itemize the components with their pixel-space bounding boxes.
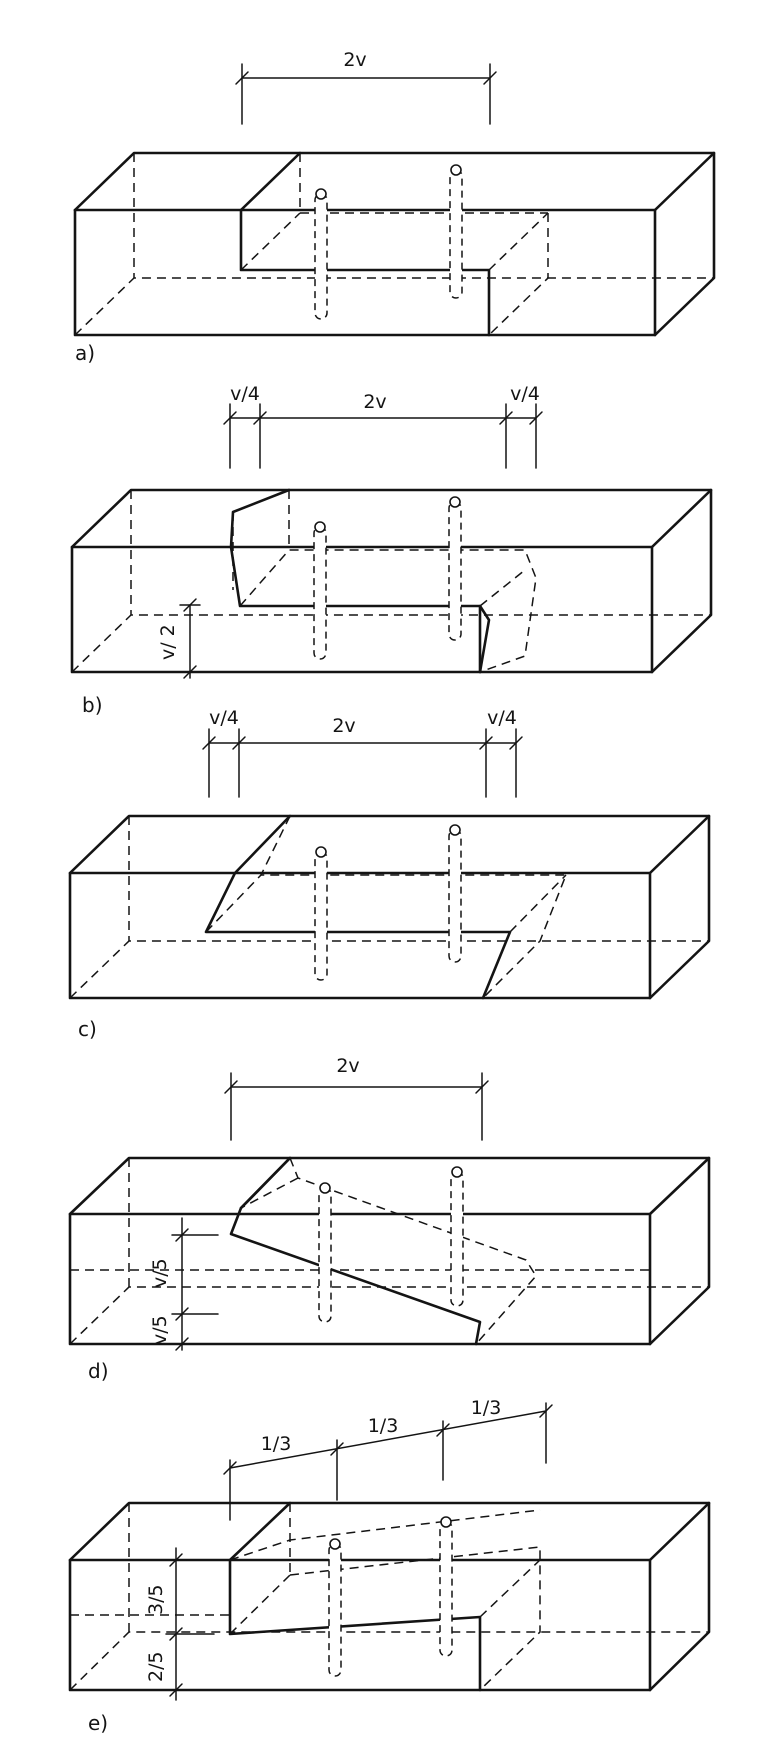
dowel-pin	[450, 1166, 464, 1307]
dowel-pin	[439, 1516, 453, 1657]
dimension-v2-b: v/ 2	[157, 598, 201, 679]
dim-label-v4-left: v/4	[209, 707, 239, 729]
figure-label-e: e)	[88, 1711, 108, 1735]
dowel-pin	[449, 164, 463, 299]
dowel-pin	[448, 496, 462, 641]
dim-label-v2: v/ 2	[157, 624, 179, 660]
dim-label-2v: 2v	[336, 1055, 359, 1077]
figure-label-d: d)	[88, 1359, 109, 1383]
figure-e: 1/3 1/3 1/3 3/5	[68, 1397, 711, 1735]
figure-b: v/4 2v v/4 v/ 2	[70, 383, 713, 717]
beam-e	[68, 1501, 711, 1692]
figure-c: v/4 2v v/4 c)	[68, 707, 711, 1041]
dim-label-third: 1/3	[368, 1415, 399, 1437]
dimension-2v-d: 2v	[224, 1055, 489, 1141]
dim-label-v4-right: v/4	[510, 383, 540, 405]
dimension-thirds-e: 1/3 1/3 1/3	[223, 1397, 553, 1521]
beam-b	[70, 488, 713, 674]
beam-a	[73, 151, 716, 337]
dim-label-v5-upper: v/5	[149, 1258, 171, 1288]
figure-label-a: a)	[75, 341, 95, 365]
dim-label-third: 1/3	[261, 1433, 292, 1455]
figure-label-b: b)	[82, 693, 103, 717]
figure-a: 2v a)	[73, 49, 716, 365]
dimension-chain-c: v/4 2v v/4	[202, 707, 523, 798]
dowel-pin	[314, 188, 328, 320]
dim-label-three-fifths: 3/5	[145, 1584, 167, 1615]
dim-label-two-fifths: 2/5	[145, 1651, 167, 1682]
dim-label-third: 1/3	[471, 1397, 502, 1419]
dimension-chain-b: v/4 2v v/4	[223, 383, 543, 469]
dowel-pin	[328, 1538, 342, 1677]
dowel-pin	[314, 846, 328, 981]
dim-label-2v: 2v	[332, 715, 355, 737]
figure-d: 2v v/5 v/5	[68, 1055, 711, 1383]
dimension-fifths-e: 3/5 2/5	[145, 1547, 215, 1701]
beam-c	[68, 814, 711, 1000]
dimension-2v-a: 2v	[235, 49, 497, 125]
dowel-pin	[313, 521, 327, 660]
dimension-v5-d: v/5 v/5	[149, 1217, 219, 1351]
dim-label-v5-lower: v/5	[149, 1315, 171, 1345]
dim-label-v4-left: v/4	[230, 383, 260, 405]
dowel-pin	[448, 824, 462, 963]
dim-label-2v: 2v	[343, 49, 366, 71]
dim-label-2v: 2v	[363, 391, 386, 413]
dowel-pin	[318, 1182, 332, 1323]
figure-label-c: c)	[78, 1017, 97, 1041]
dim-label-v4-right: v/4	[487, 707, 517, 729]
